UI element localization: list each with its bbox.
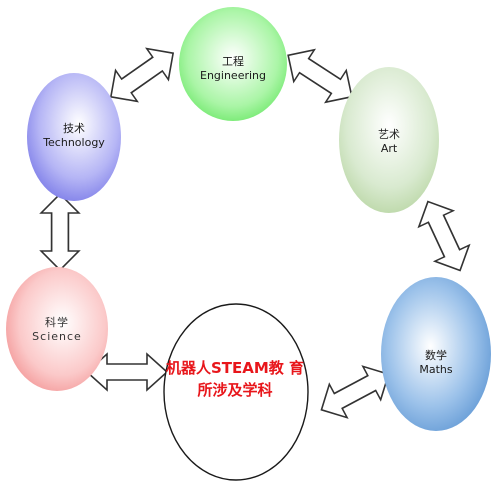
center-line2: 育 bbox=[289, 359, 305, 377]
arrow-technology-science bbox=[40, 193, 80, 271]
arrow-art-maths bbox=[409, 192, 479, 280]
engineering-node bbox=[179, 7, 287, 121]
science-node bbox=[6, 267, 108, 391]
maths-node bbox=[381, 277, 491, 431]
center-line3: 所涉及学科 bbox=[197, 381, 273, 399]
center-label: 机器人STEAM教 育 所涉及学科 bbox=[165, 357, 305, 401]
technology-node bbox=[27, 73, 121, 201]
center-circle bbox=[163, 303, 309, 481]
center-line1: 机器人STEAM教 bbox=[165, 359, 284, 377]
art-node bbox=[339, 67, 439, 213]
